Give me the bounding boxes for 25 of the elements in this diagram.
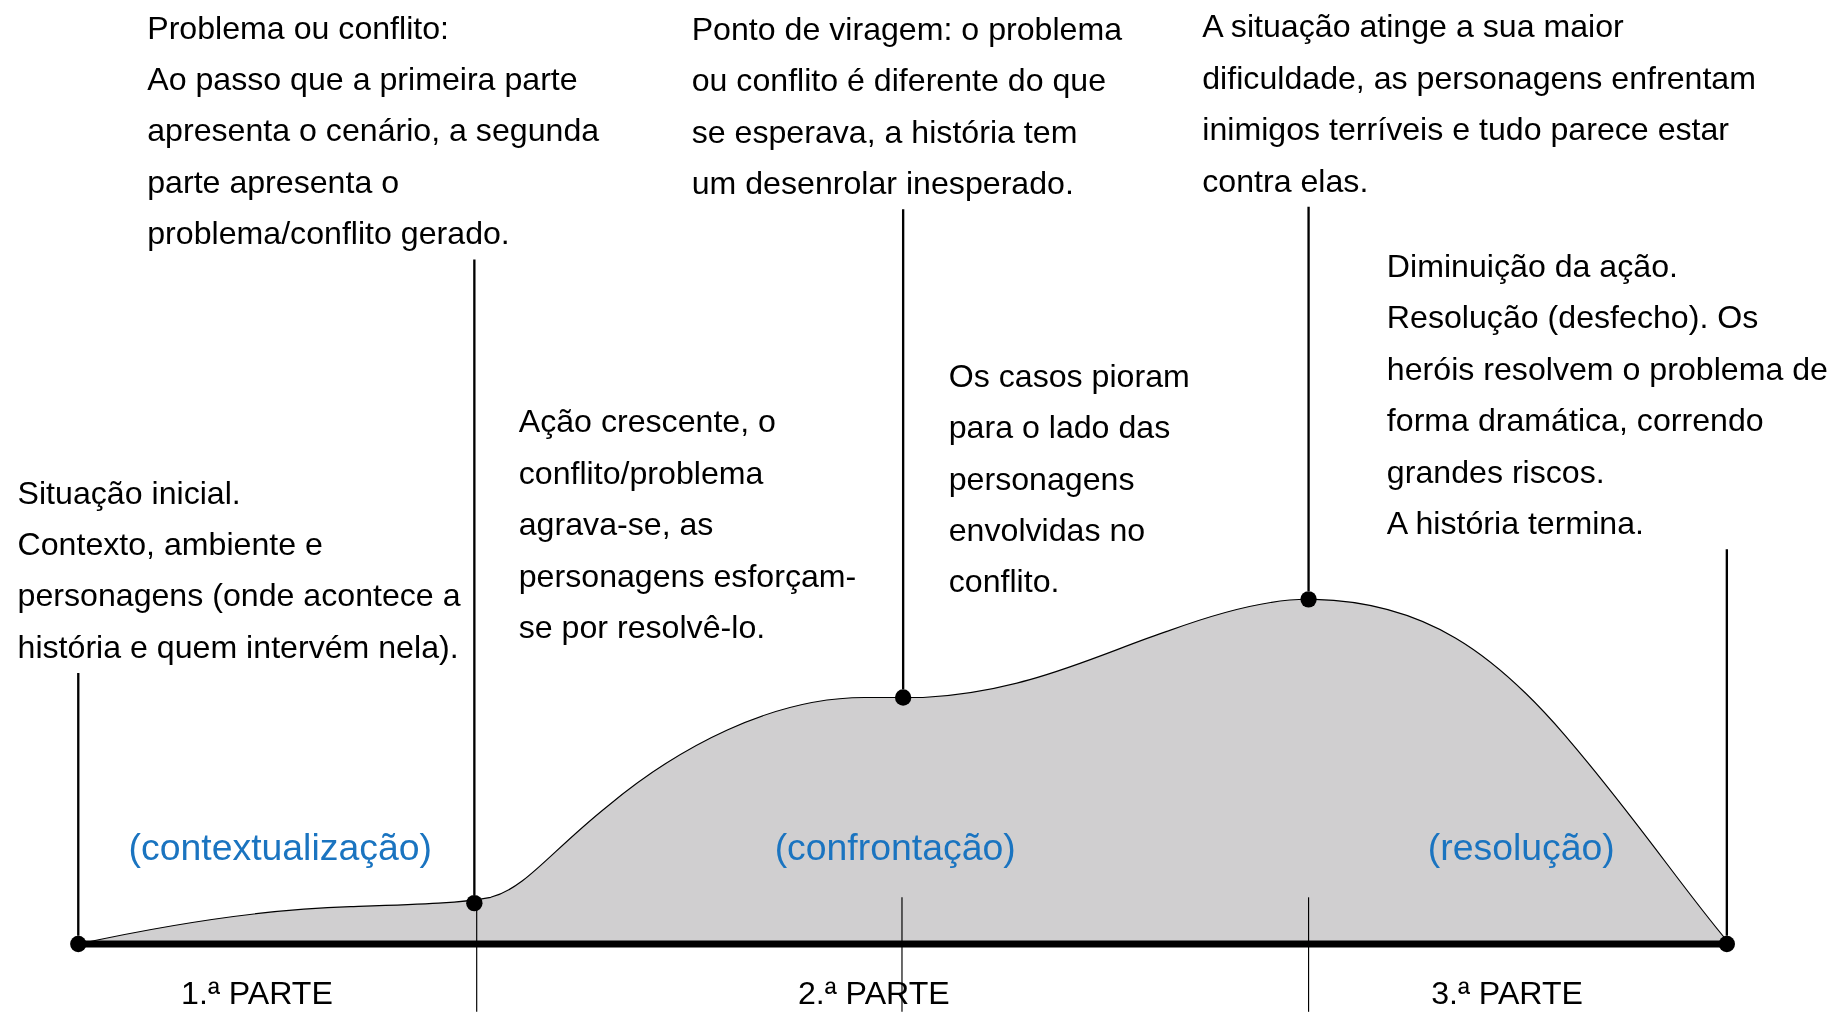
- point-marker: [1300, 591, 1317, 608]
- annotation-text: Contexto, ambiente e personagens (onde acontece a história e quem intervém nela).: [17, 524, 462, 667]
- point-marker: [894, 689, 912, 706]
- annotation-text: Ponto de viragem: o problema ou conflito é diferente do que se esperava, a história tem um desenrolar inesperado.: [691, 9, 1124, 203]
- annotation-text: Diminuição da ação.: [1386, 246, 1679, 286]
- annotation-text: A situação atinge a sua maior dificuldade, as personagens enfrentam inimigos terríveis e tudo parece estar contra elas.: [1202, 7, 1757, 201]
- annotation-text: Resolução (desfecho). Os heróis resolvem o problema de forma dramática, correndo grandes riscos.: [1386, 298, 1829, 492]
- leader-line: [902, 209, 905, 690]
- part-label: 3.ª PARTE: [1431, 973, 1584, 1013]
- section-label: (contextualização): [128, 825, 432, 871]
- section-label: (resolução): [1427, 825, 1615, 871]
- annotation-text: Ao passo que a primeira parte apresenta o cenário, a segunda parte apresenta o problema/conflito gerado.: [147, 59, 601, 254]
- annotation-text: Problema ou conflito:: [147, 8, 451, 48]
- part-label: 1.ª PARTE: [181, 973, 333, 1013]
- leader-line: [1307, 206, 1310, 592]
- leader-line: [77, 673, 80, 936]
- point-marker: [70, 935, 87, 953]
- leader-line: [1725, 549, 1728, 936]
- section-label: (confrontação): [774, 825, 1016, 871]
- annotation-text: Os casos pioram para o lado das personagens envolvidas no conflito.: [948, 356, 1191, 602]
- point-marker: [466, 894, 483, 912]
- annotation-text: A história termina.: [1386, 503, 1645, 543]
- leader-line: [473, 259, 476, 895]
- annotation-text: Ação crescente, o conflito/problema agrava-se, as personagens esforçam-se por resolvê-lo.: [518, 402, 858, 647]
- annotation-text: Situação inicial.: [17, 473, 242, 513]
